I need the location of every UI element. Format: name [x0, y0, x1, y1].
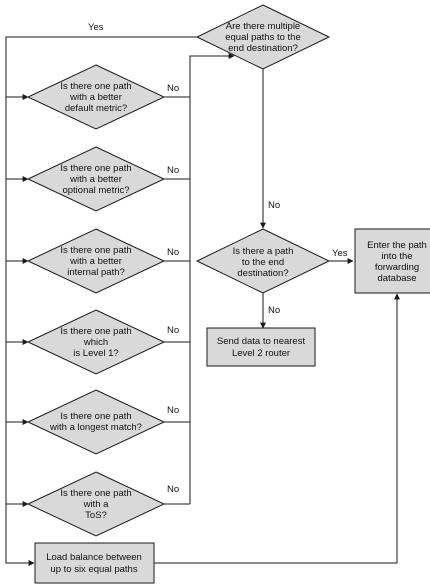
edge-label-no-level1: No	[167, 325, 179, 336]
process-send-level2-line-1: Send data to nearest	[217, 336, 306, 347]
decision-multiple-paths-line-3: end destination?	[228, 43, 298, 54]
process-enter-path	[354, 228, 430, 294]
process-enter-path-line-4: database	[377, 273, 416, 284]
decision-default-metric-line-1: Is there one path	[60, 81, 131, 92]
edge-yes-to-load-balance	[5, 36, 197, 566]
process-send-level2-line-2: Level 2 router	[232, 348, 290, 359]
decision-optional-metric-line-1: Is there one path	[60, 163, 131, 174]
decision-level1-line-2: which	[83, 337, 108, 348]
decision-default-metric	[26, 64, 166, 130]
edge-collector-rail	[189, 53, 235, 504]
process-enter-path-line-1: Enter the path	[367, 240, 427, 251]
decision-path-to-dest	[195, 228, 331, 294]
decision-default-metric-line-2: with a better	[69, 92, 122, 103]
decision-level1	[26, 309, 166, 375]
edge-label-no-path: No	[268, 305, 280, 316]
process-enter-path-line-3: forwarding	[375, 262, 419, 273]
edge-load-balance-to-enter-path	[154, 293, 400, 564]
edge-label-no-multiple: No	[268, 200, 280, 211]
decision-path-to-dest-line-2: to the end	[242, 257, 284, 268]
process-load-balance-line-1: Load balance between	[46, 552, 142, 563]
decision-multiple-paths-line-2: equal paths to the	[225, 32, 301, 43]
edge-label-no-optional: No	[167, 165, 179, 176]
decision-tos-line-1: Is there one path	[60, 488, 131, 499]
decision-internal-path-line-1: Is there one path	[60, 245, 131, 256]
decision-internal-path	[26, 228, 166, 294]
decision-tos	[26, 471, 166, 537]
decision-internal-path-line-3: internal path?	[67, 267, 125, 278]
decision-longest-match-line-1: Is there one path	[60, 411, 131, 422]
process-enter-path-line-2: into the	[381, 251, 412, 262]
edge-label-yes-top: Yes	[88, 22, 104, 33]
decision-optional-metric-line-2: with a better	[69, 174, 122, 185]
decision-level1-line-1: Is there one path	[60, 326, 131, 337]
decision-longest-match	[26, 389, 166, 455]
decision-optional-metric-line-3: optional metric?	[62, 185, 129, 196]
decision-level1-line-3: is Level 1?	[73, 348, 118, 359]
edge-label-no-tos: No	[167, 484, 179, 495]
edge-label-no-default: No	[167, 83, 179, 94]
edge-label-no-longest: No	[167, 405, 179, 416]
process-send-level2	[206, 327, 316, 367]
process-load-balance-line-2: up to six equal paths	[50, 564, 137, 575]
decision-path-to-dest-line-3: destination?	[237, 268, 288, 279]
decision-tos-line-2: with a	[83, 499, 110, 510]
decision-tos-line-3: ToS?	[85, 510, 107, 521]
decision-path-to-dest-line-1: Is there a path	[233, 246, 294, 257]
decision-default-metric-line-3: default metric?	[65, 103, 127, 114]
edge-label-no-internal: No	[167, 247, 179, 258]
edge-label-yes-path: Yes	[332, 248, 348, 259]
decision-multiple-paths-line-1: Are there multiple	[226, 21, 300, 32]
decision-multiple-paths	[195, 4, 331, 70]
decision-internal-path-line-2: with a better	[69, 256, 122, 267]
decision-optional-metric	[26, 146, 166, 212]
process-load-balance	[34, 542, 155, 584]
decision-longest-match-line-2: with a longest match?	[49, 422, 142, 433]
